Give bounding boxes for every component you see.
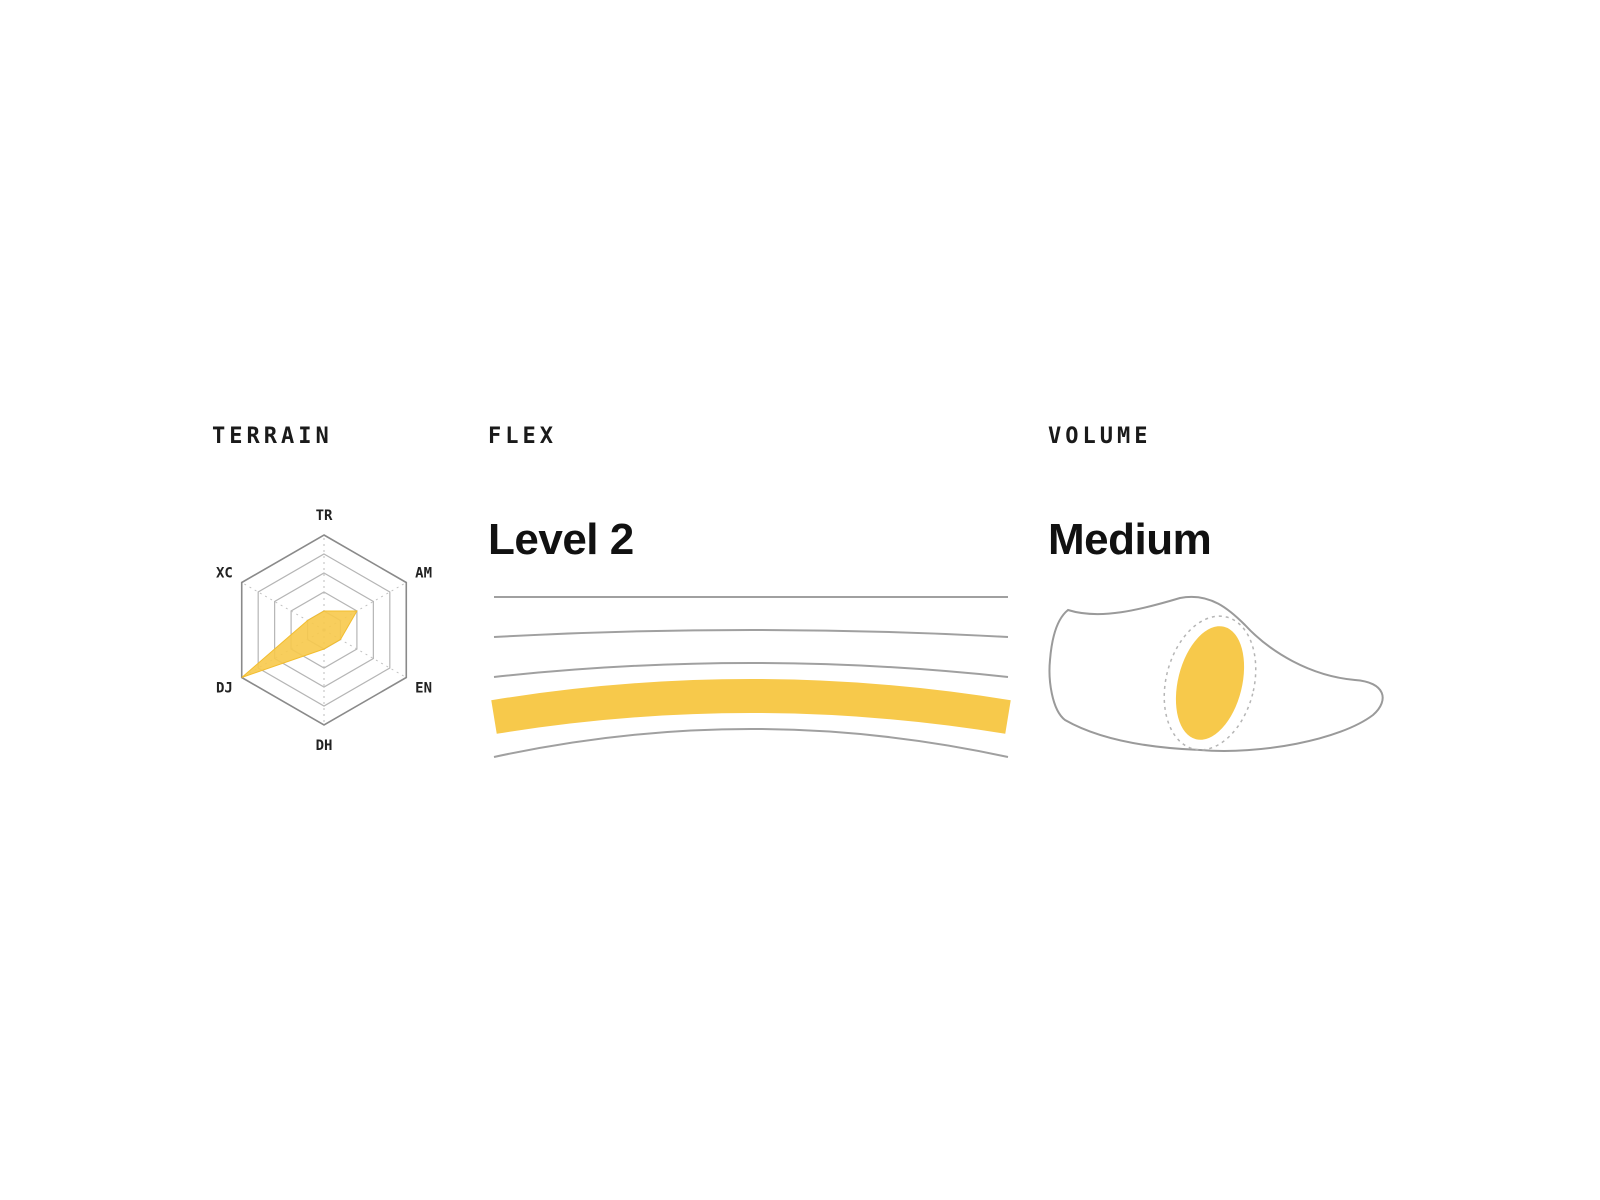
radar-axis-label-en: EN <box>415 681 432 697</box>
radar-ring <box>274 572 374 688</box>
volume-label: VOLUME <box>1048 424 1152 449</box>
radar-axis-labels: TR AM EN DH DJ XC <box>216 508 432 754</box>
terrain-radar-chart: TR AM EN DH DJ XC <box>216 508 432 754</box>
radar-spoke <box>323 582 407 631</box>
flex-level-band-selected <box>491 679 1011 734</box>
flex-level-line <box>493 629 1009 638</box>
radar-ring <box>240 534 408 726</box>
flex-level-diagram <box>491 596 1011 758</box>
volume-fill-shape <box>1175 626 1245 740</box>
flex-label: FLEX <box>488 424 557 449</box>
shoe-outline <box>1048 595 1384 752</box>
radar-axis-label-tr: TR <box>316 508 333 524</box>
radar-ring <box>257 553 391 707</box>
radar-axis-label-dj: DJ <box>216 681 233 697</box>
flex-value: Level 2 <box>488 515 634 564</box>
radar-axis-label-xc: XC <box>216 566 233 582</box>
terrain-label: TERRAIN <box>212 424 333 449</box>
radar-axis-label-dh: DH <box>316 738 333 754</box>
radar-spoke <box>241 582 325 631</box>
volume-value: Medium <box>1048 515 1212 564</box>
radar-spoke <box>323 629 407 678</box>
radar-data-area <box>241 610 358 678</box>
shoe-opening-outline <box>1163 615 1257 751</box>
volume-shoe-diagram <box>1048 595 1384 752</box>
flex-level-line <box>493 728 1009 758</box>
flex-level-line <box>493 662 1009 678</box>
radar-axis-label-am: AM <box>415 566 432 582</box>
